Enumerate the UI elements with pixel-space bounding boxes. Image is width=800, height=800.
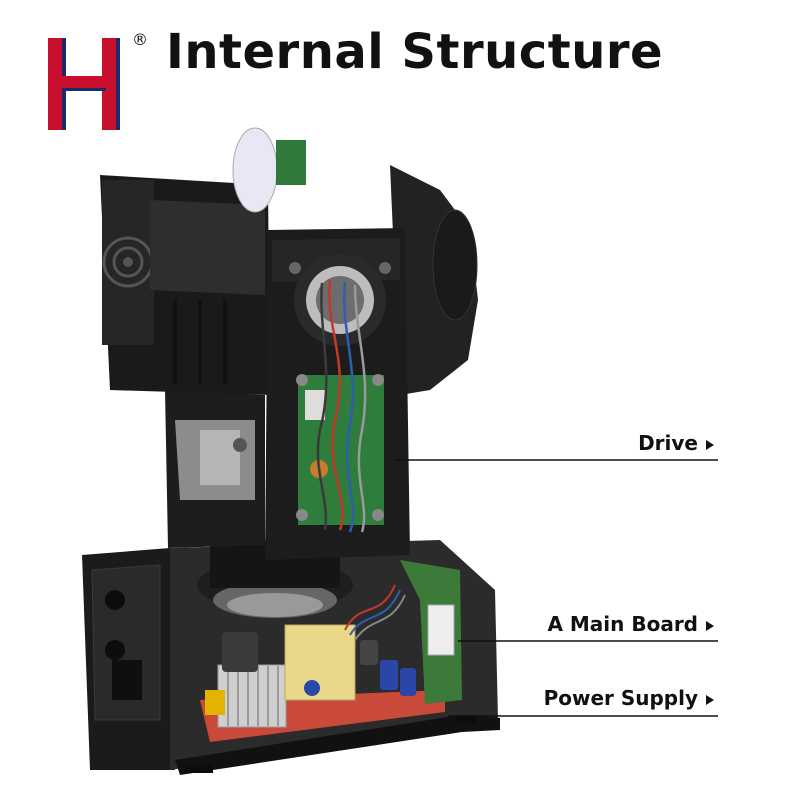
arrow-right-icon	[706, 694, 714, 705]
h-logo-icon	[48, 38, 120, 130]
callout-main-board: A Main Board	[547, 612, 714, 636]
callout-drive: Drive	[638, 431, 714, 455]
callout-power-supply-label: Power Supply	[543, 686, 698, 710]
color-wheel	[232, 127, 278, 213]
callout-drive-label: Drive	[638, 431, 698, 455]
capacitor	[222, 632, 258, 672]
arrow-right-icon	[706, 620, 714, 631]
callout-main-board-label: A Main Board	[547, 612, 698, 636]
page-title: Internal Structure	[166, 24, 664, 80]
transformer	[284, 624, 356, 701]
callout-power-supply: Power Supply	[544, 686, 714, 710]
registered-mark: ®	[132, 30, 148, 49]
arrow-right-icon	[706, 439, 714, 450]
